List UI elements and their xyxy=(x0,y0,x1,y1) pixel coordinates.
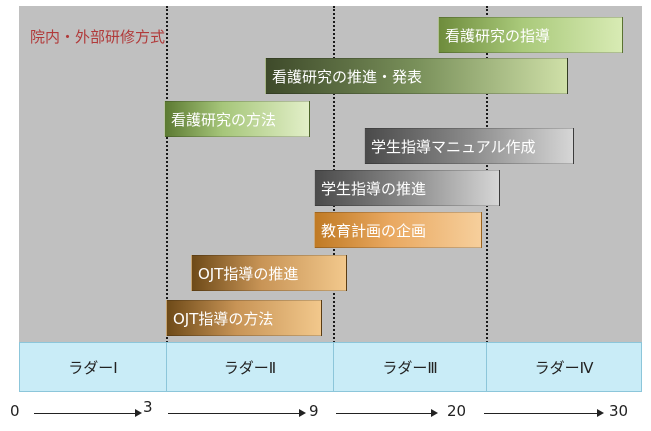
bar-student-guidance-promotion: 学生指導の推進 xyxy=(314,170,500,206)
ladder-label: ラダーⅠ xyxy=(68,358,118,377)
bar-nursing-research-guidance: 看護研究の指導 xyxy=(438,17,623,53)
ladder-3: ラダーⅢ xyxy=(333,342,487,392)
bar-label: 看護研究の推進・発表 xyxy=(272,67,423,86)
divider-3 xyxy=(166,6,168,391)
bar-student-guidance-manual: 学生指導マニュアル作成 xyxy=(364,128,574,164)
axis-arrow xyxy=(34,409,142,417)
bar-label: OJT指導の推進 xyxy=(198,264,299,283)
axis-tick-20: 20 xyxy=(447,402,467,420)
bar-ojt-guidance-method: OJT指導の方法 xyxy=(166,300,322,336)
bar-label: 教育計画の企画 xyxy=(321,221,427,240)
axis-tick-30: 30 xyxy=(609,402,629,420)
ladder-label: ラダーⅣ xyxy=(534,358,594,377)
ladder-label: ラダーⅡ xyxy=(223,358,277,377)
ladder-4: ラダーⅣ xyxy=(486,342,642,392)
axis-arrow xyxy=(168,409,306,417)
ladder-row: ラダーⅠ ラダーⅡ ラダーⅢ ラダーⅣ xyxy=(19,342,642,392)
axis-arrow xyxy=(336,409,438,417)
bar-label: 看護研究の指導 xyxy=(445,26,551,45)
bar-label: 看護研究の方法 xyxy=(171,110,277,129)
ladder-label: ラダーⅢ xyxy=(382,358,438,377)
bar-label: 学生指導の推進 xyxy=(321,179,427,198)
diagram-title: 院内・外部研修方式 xyxy=(30,28,166,46)
axis-tick-0: 0 xyxy=(10,402,20,420)
bar-nursing-research-method: 看護研究の方法 xyxy=(164,101,310,137)
axis-tick-9: 9 xyxy=(309,402,319,420)
bar-ojt-guidance-promotion: OJT指導の推進 xyxy=(191,255,347,291)
ladder-2: ラダーⅡ xyxy=(166,342,334,392)
bar-education-planning: 教育計画の企画 xyxy=(314,212,482,248)
ladder-1: ラダーⅠ xyxy=(19,342,167,392)
bar-label: 学生指導マニュアル作成 xyxy=(371,137,536,156)
axis-arrow xyxy=(484,409,604,417)
bar-nursing-research-promotion: 看護研究の推進・発表 xyxy=(265,58,568,94)
axis-tick-3: 3 xyxy=(143,398,153,416)
bar-label: OJT指導の方法 xyxy=(173,309,274,328)
